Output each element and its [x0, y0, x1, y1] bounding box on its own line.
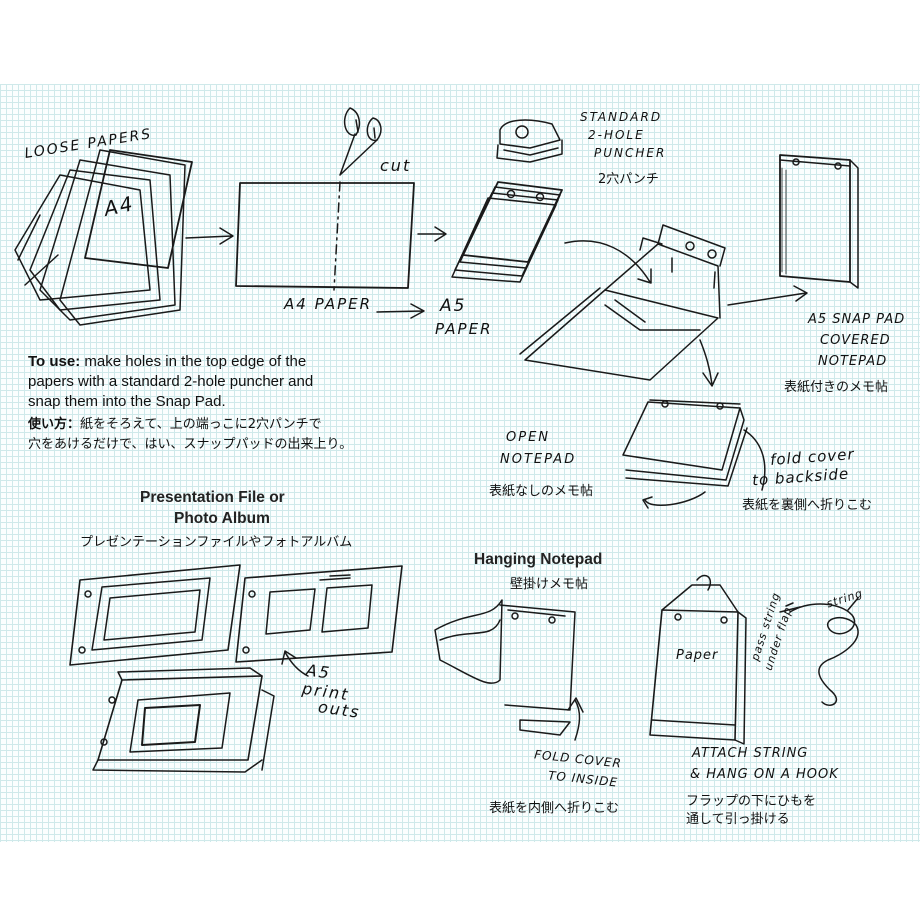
instructions-jp-line-1: 紙をそろえて、上の端っこに2穴パンチで: [80, 417, 322, 432]
string-drawing: [779, 597, 859, 706]
instructions-line-1: make holes in the top edge of the: [80, 353, 307, 370]
open-notepad-drawing: [622, 399, 766, 509]
arrow-to-a4: [185, 227, 234, 245]
open-notepad-label-jp: 表紙なしのメモ帖: [489, 484, 594, 499]
presentation-title-1: Presentation File or: [140, 489, 285, 506]
scissors-icon: [339, 107, 382, 176]
instructions-line-2: papers with a standard 2-hole puncher an…: [28, 373, 314, 390]
snap-pad-label-2: COVERED: [820, 333, 891, 348]
hanging-notepad-with-flap-drawing: [649, 574, 747, 745]
arrow-to-covered-notepad: [727, 285, 808, 306]
instructions-line-3: snap them into the Snap Pad.: [28, 393, 226, 410]
presentation-pages-drawing: [69, 564, 403, 666]
covered-notepad-drawing: [779, 154, 859, 289]
hanging-title: Hanging Notepad: [474, 551, 603, 568]
folded-inside-notepad-drawing: [434, 599, 584, 741]
instructions-jp: 使い方：紙をそろえて、上の端っこに2穴パンチで 穴をあけるだけで、はい、スナップ…: [28, 415, 428, 455]
puncher-label-3: PUNCHER: [594, 146, 667, 160]
a4-paper-label: A4 PAPER: [284, 295, 373, 313]
paper-small-label: Paper: [676, 648, 719, 663]
paper-label: PAPER: [435, 320, 493, 338]
a5-label: A5: [440, 296, 467, 316]
arrow-to-open-notepad: [699, 339, 719, 387]
attach-string-label-jp-1: フラップの下にひもを: [686, 794, 817, 809]
loose-papers-drawing: [14, 149, 193, 326]
hanging-title-jp: 壁掛けメモ帖: [510, 577, 589, 592]
instructions-jp-lead: 使い方：: [28, 417, 81, 432]
arrow-to-punched-stack: [417, 226, 447, 242]
hole-puncher-icon: [496, 119, 563, 163]
graph-paper-background: [0, 84, 920, 842]
puncher-label-1: STANDARD: [580, 110, 663, 124]
a4-sheet-drawing: [235, 181, 415, 291]
puncher-label-2: 2-HOLE: [588, 128, 645, 142]
instructions-lead: To use:: [28, 353, 81, 370]
fold-inside-label-jp: 表紙を内側へ折りこむ: [489, 801, 620, 816]
snap-pad-label-3: NOTEPAD: [818, 354, 888, 369]
instructions-jp-line-2: 穴をあけるだけで、はい、スナップパッドの出来上り。: [28, 437, 353, 452]
cut-label: cut: [380, 156, 412, 175]
arrow-to-cover-insertion: [564, 240, 652, 284]
puncher-label-jp: 2穴パンチ: [598, 172, 659, 187]
attach-string-label-jp-2: 通して引っ掛ける: [686, 812, 790, 827]
open-notepad-label-2: NOTEPAD: [500, 452, 577, 467]
attach-string-label-1: ATTACH STRING: [692, 746, 809, 761]
snap-pad-label-jp: 表紙付きのメモ帖: [784, 380, 889, 395]
attach-string-label-2: & HANG ON A HOOK: [690, 767, 839, 782]
presentation-title-jp: プレゼンテーションファイルやフォトアルバム: [80, 535, 353, 550]
arrow-to-printouts: [281, 650, 309, 677]
presentation-title-2: Photo Album: [174, 510, 270, 527]
snap-pad-insertion-drawing: [519, 224, 726, 381]
punched-stack-drawing: [451, 181, 563, 283]
open-notepad-label-1: OPEN: [506, 430, 551, 445]
arrow-a4-to-a5: [376, 303, 425, 319]
instructions-en: To use: make holes in the top edge of th…: [28, 352, 388, 412]
photo-album-drawing: [92, 667, 275, 773]
snap-pad-label-1: A5 SNAP PAD: [808, 312, 906, 327]
fold-back-label-jp: 表紙を裏側へ折りこむ: [742, 498, 873, 513]
